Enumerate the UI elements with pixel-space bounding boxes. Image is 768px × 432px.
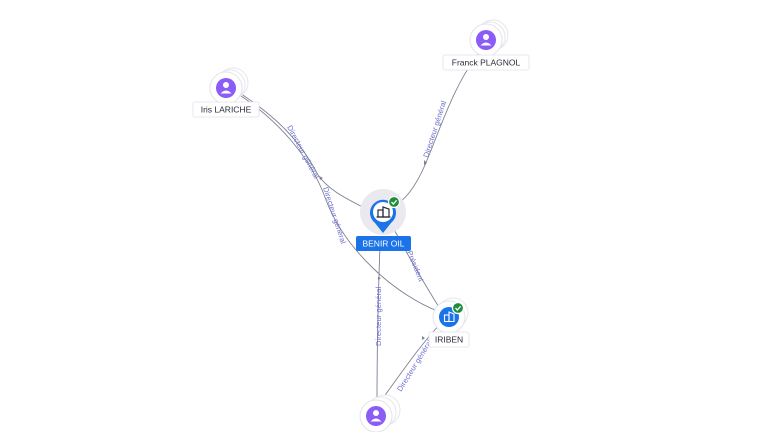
person-icon-head — [483, 34, 489, 40]
building-icon — [443, 311, 455, 323]
person-icon-body — [480, 42, 492, 46]
edge-label-iris-iriben: Directeur général — [321, 186, 348, 245]
node-bottom-person[interactable] — [359, 394, 401, 432]
edge-label-benir-iriben: Président — [405, 249, 426, 283]
edge-label-iris-benir: Directeur général — [285, 124, 321, 181]
check-mark — [391, 199, 398, 205]
edge-label-bottom-iriben: Directeur général — [395, 338, 434, 393]
person-icon-head — [373, 410, 379, 416]
node-label-box — [428, 331, 470, 348]
node-franck-plagnol[interactable]: Franck PLAGNOL — [442, 19, 530, 71]
verified-check-icon — [387, 195, 401, 209]
node-label-franck: Franck PLAGNOL — [452, 58, 521, 68]
check-mark — [455, 305, 462, 311]
person-icon-body — [370, 418, 382, 422]
node-iriben[interactable]: IRIBEN — [428, 297, 470, 348]
edge-franck-benir[interactable] — [391, 49, 483, 209]
edge-arrow — [378, 277, 381, 280]
person-icon-body — [220, 90, 232, 94]
node-label-iriben: IRIBEN — [435, 335, 463, 345]
building-icon — [376, 206, 391, 218]
edge-arrow — [424, 160, 427, 165]
node-label-box — [192, 101, 260, 118]
edge-bottom-benir[interactable] — [376, 244, 381, 403]
node-iris-lariche[interactable]: Iris LARICHE — [192, 67, 260, 118]
edge-iris-iriben[interactable] — [231, 89, 441, 313]
edge-label-bottom-benir: Directeur général — [374, 287, 383, 346]
node-label-iris: Iris LARICHE — [201, 105, 252, 115]
verified-check-icon — [451, 301, 465, 315]
edge-bottom-iriben[interactable] — [379, 321, 443, 403]
node-benir-oil[interactable]: BENIR OIL — [356, 189, 411, 251]
edge-arrow — [319, 176, 323, 180]
node-label-box-selected — [356, 236, 411, 251]
person-icon-head — [223, 82, 229, 88]
edge-label-franck-benir: Directeur général — [421, 99, 448, 158]
edge-iris-benir[interactable] — [231, 87, 373, 213]
node-label-benir: BENIR OIL — [362, 239, 404, 249]
node-label-box — [442, 54, 530, 71]
edge-arrow — [422, 336, 425, 340]
